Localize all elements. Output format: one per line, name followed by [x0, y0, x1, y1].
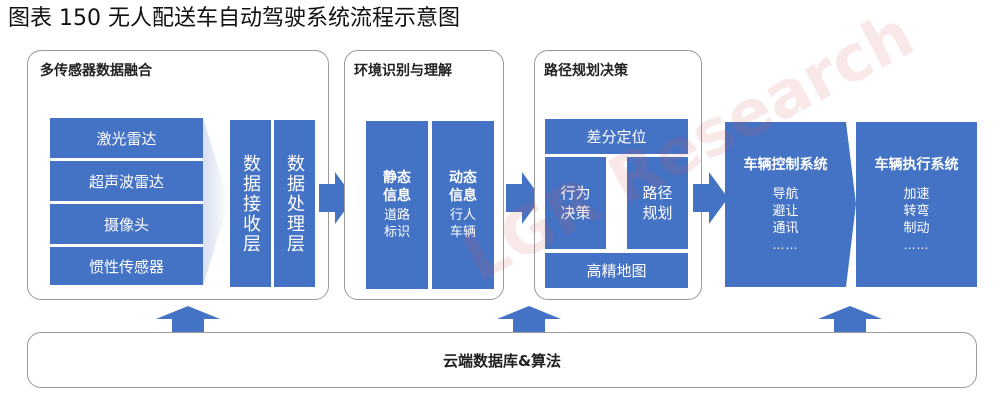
dynamic-item-pedestrian: 行人	[449, 208, 476, 223]
cloud-up-arrow-2	[497, 306, 561, 332]
execution-item-brake: 制动	[903, 221, 930, 236]
dynamic-item-vehicle: 车辆	[449, 225, 476, 240]
flow-chevron	[846, 122, 856, 287]
vehicle-execution-system: 车辆执行系统 加速 转弯 制动 ……	[856, 122, 977, 287]
path-planning-text: 路径规划	[642, 184, 673, 222]
static-info-title: 静态信息	[383, 170, 411, 204]
differential-positioning-box: 差分定位	[545, 119, 688, 154]
sensor-fusion-label: 多传感器数据融合	[40, 63, 152, 79]
execution-item-accelerate: 加速	[903, 187, 930, 202]
sensor-lidar: 激光雷达	[50, 118, 203, 158]
control-system-title: 车辆控制系统	[743, 157, 828, 173]
static-info-box: 静态信息 道路 标识	[366, 121, 428, 289]
vehicle-control-system: 车辆控制系统 导航 避让 通讯 ……	[725, 122, 846, 287]
hd-map-box: 高精地图	[545, 253, 688, 288]
data-process-layer: 数据处理层	[274, 120, 315, 287]
static-item-road: 道路	[383, 208, 410, 223]
data-receive-layer: 数据接收层	[230, 120, 271, 287]
dynamic-info-title: 动态信息	[449, 170, 477, 204]
sensor-imu: 惯性传感器	[50, 247, 203, 285]
behavior-decision-text: 行为决策	[560, 184, 591, 222]
execution-system-title: 车辆执行系统	[874, 157, 959, 173]
cloud-database-label: 云端数据库&算法	[442, 351, 562, 370]
flow-arrow-1	[319, 172, 354, 224]
dynamic-info-box: 动态信息 行人 车辆	[432, 121, 494, 289]
sensor-camera: 摄像头	[50, 204, 203, 244]
sensor-funnel-arrow	[203, 118, 229, 286]
sensor-ultrasonic-radar: 超声波雷达	[50, 161, 203, 201]
path-planning-label: 路径规划决策	[544, 63, 628, 79]
execution-item-turn: 转弯	[903, 204, 930, 219]
flow-arrow-3	[693, 172, 728, 224]
static-item-sign: 标识	[383, 225, 410, 240]
path-planning-box: 路径规划	[627, 157, 688, 249]
environment-label: 环境识别与理解	[354, 63, 452, 79]
control-item-communication: 通讯	[772, 221, 799, 236]
cloud-up-arrow-3	[818, 306, 882, 332]
flow-arrow-2	[506, 172, 541, 224]
execution-item-ellipsis: ……	[903, 238, 930, 252]
control-item-navigation: 导航	[772, 187, 799, 202]
control-item-avoidance: 避让	[772, 204, 799, 219]
cloud-database-bar: 云端数据库&算法	[27, 332, 977, 388]
control-item-ellipsis: ……	[772, 238, 799, 252]
behavior-decision-box: 行为决策	[545, 157, 606, 249]
figure-title: 图表 150 无人配送车自动驾驶系统流程示意图	[8, 6, 460, 31]
cloud-up-arrow-1	[156, 306, 220, 332]
